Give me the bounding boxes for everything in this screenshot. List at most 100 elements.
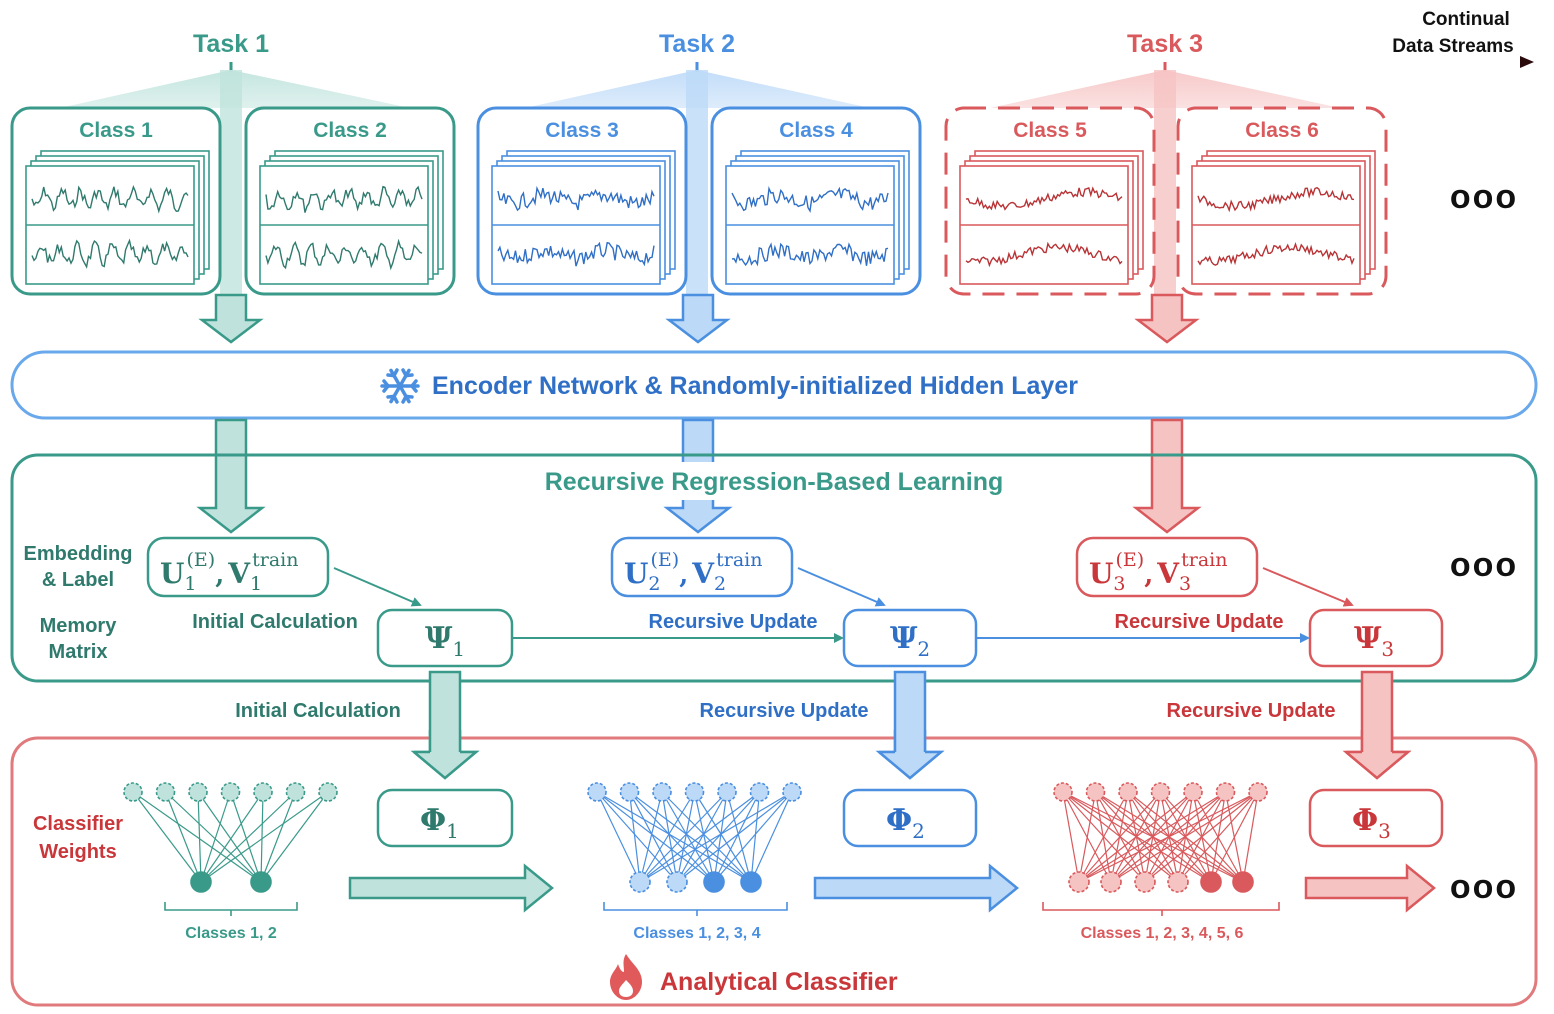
network-edge [629, 791, 715, 883]
svg-text:Φ2: Φ2 [886, 803, 925, 843]
network-edge [676, 791, 760, 883]
class-group-label-1: Classes 1, 2 [185, 925, 277, 942]
classifier-network-1: Classes 1, 2 [123, 782, 338, 942]
input-node [717, 782, 737, 802]
input-node [1215, 782, 1236, 802]
embedding-3-U: U [1089, 557, 1113, 590]
phi-1-symbol: Φ [420, 803, 446, 838]
embedding-2-V-sup: train [716, 549, 762, 571]
signal-waveform [497, 185, 655, 212]
network-edge [713, 791, 761, 883]
signal-waveform [265, 238, 423, 271]
svg-text:Ψ3: Ψ3 [1354, 621, 1394, 661]
input-node [782, 782, 802, 802]
network-edge [197, 791, 262, 883]
class-box-2: Class 2 [244, 106, 456, 296]
classifier-network-3: Classes 1, 2, 3, 4, 5, 6 [1042, 782, 1280, 942]
network-edge [596, 791, 715, 883]
input-node [749, 782, 770, 802]
svg-text:U2(E),V2train: U2(E),V2train [624, 549, 762, 595]
input-node [1118, 782, 1138, 802]
memory-label-line2: Matrix [49, 641, 108, 663]
network-edge [260, 791, 329, 883]
classifier-weights-line2: Weights [39, 841, 116, 863]
class-box-5: Class 5 [944, 106, 1156, 296]
ellipsis-bottom: ooo [1450, 868, 1518, 906]
psi-1-sub: 1 [452, 637, 465, 661]
psi-2-sub: 2 [917, 637, 930, 661]
classifier-title: Analytical Classifier [660, 968, 898, 996]
signal-waveform [1197, 241, 1355, 266]
input-node [684, 782, 705, 802]
embedding-2-V-sub: 2 [714, 573, 726, 595]
class-box-1: Class 1 [10, 106, 222, 296]
network-edge [676, 791, 793, 883]
network-edge [200, 791, 296, 883]
psi-1-symbol: Ψ [425, 621, 453, 656]
phi-2-symbol: Φ [886, 803, 912, 838]
embedding-3-V-sup: train [1181, 549, 1227, 571]
arrow-heads-over-panel [413, 730, 1412, 780]
arrow-task1-to-encoder [198, 293, 264, 344]
network-edge [628, 791, 641, 883]
phi-1-sub: 1 [446, 819, 459, 843]
recursive-update-label-top-1: Recursive Update [649, 611, 818, 633]
input-node [652, 782, 672, 802]
input-node [1183, 782, 1203, 802]
network-edge [726, 791, 752, 883]
output-node [629, 871, 651, 893]
output-node [1232, 871, 1254, 893]
output-node [1068, 871, 1090, 893]
class-box-3: Class 3 [476, 106, 688, 296]
recursive-update-label-top-2: Recursive Update [1115, 611, 1284, 633]
embedding-2-U: U [624, 557, 648, 590]
network-edge [661, 791, 752, 883]
class-group-label-3: Classes 1, 2, 3, 4, 5, 6 [1081, 925, 1244, 942]
embedding-box-3: U3(E),V3train [1075, 536, 1259, 598]
network-edge [750, 791, 761, 883]
class-group-bracket [164, 902, 298, 916]
signal-waveform [265, 185, 423, 213]
output-node [190, 871, 212, 893]
input-node [1085, 782, 1106, 802]
input-node [318, 782, 338, 802]
svg-text:Φ3: Φ3 [1352, 803, 1391, 843]
network-edge [639, 791, 696, 883]
between-label-1: Initial Calculation [235, 700, 401, 722]
between-label-2: Recursive Update [700, 700, 869, 722]
arrow-network1-to-network2 [348, 863, 554, 913]
embedding-label-line1: Embedding [24, 543, 133, 565]
signal-waveform [731, 242, 889, 267]
network-edge [661, 791, 715, 883]
network-edge [676, 791, 696, 883]
input-node [188, 782, 208, 802]
task-1-stem [220, 70, 242, 295]
classifier-panel [10, 736, 1538, 1007]
between-label-3: Recursive Update [1167, 700, 1336, 722]
network-edge [164, 791, 202, 883]
class-box-6: Class 6 [1176, 106, 1388, 296]
output-node [1167, 871, 1189, 893]
task-2-label: Task 2 [659, 30, 735, 58]
embedding-box-2: U2(E),V2train [610, 536, 794, 598]
network-edge [165, 791, 262, 883]
signal-waveform [731, 185, 889, 213]
initial-calc-label-top: Initial Calculation [192, 611, 358, 633]
regression-panel [10, 453, 1538, 683]
output-node [666, 871, 688, 893]
network-edge [1177, 791, 1259, 883]
network-edge [200, 791, 264, 883]
network-edge [1078, 791, 1226, 883]
network-edge [1062, 791, 1080, 883]
network-edge [639, 791, 793, 883]
input-node [1248, 782, 1268, 802]
task-1-label: Task 1 [193, 30, 269, 58]
network-edge [596, 791, 678, 883]
ellipsis-middle: ooo [1450, 546, 1518, 584]
network-edge [260, 791, 297, 883]
embedding-1-V-sub: 1 [250, 573, 262, 595]
network-edge [229, 791, 262, 883]
psi-3-symbol: Ψ [1354, 621, 1382, 656]
network-edge [132, 791, 262, 883]
input-node [285, 782, 306, 802]
